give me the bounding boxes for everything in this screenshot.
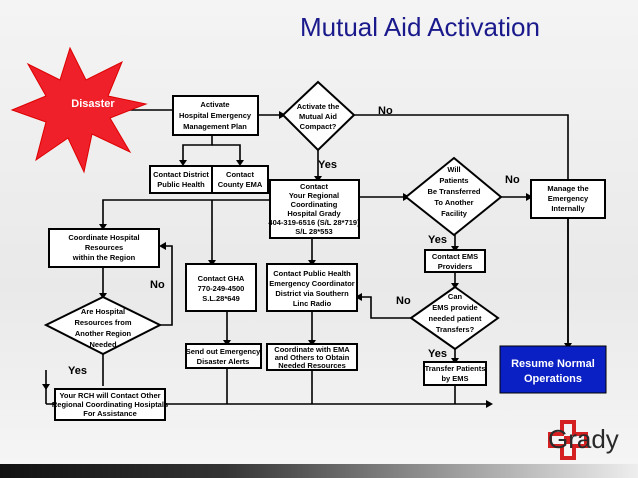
emergency-alerts-box: Send out Emergency Disaster Alerts: [185, 343, 262, 369]
compact-line2: Mutual Aid: [299, 112, 337, 121]
resume-line2: Operations: [524, 373, 582, 385]
footer-bar: [0, 464, 638, 478]
label-no-ems: No: [396, 295, 411, 307]
activate-plan-line2: Hospital Emergency: [179, 111, 252, 120]
gha-line3: S.L.28*649: [202, 294, 240, 303]
transfer-q-line5: Facility: [441, 209, 468, 218]
res-q-line2: Resources from: [74, 318, 131, 327]
alerts-line1: Send out Emergency: [186, 347, 261, 356]
label-no-transfer: No: [505, 174, 520, 186]
district-health-box: Contact District Public Health: [149, 165, 213, 194]
ems-q-line2: EMS provide: [432, 303, 477, 312]
label-yes-resources: Yes: [68, 365, 87, 377]
res-q-line3: Another Region: [75, 329, 132, 338]
compact-line1: Activate the: [297, 102, 340, 111]
alerts-line2: Disaster Alerts: [197, 357, 250, 366]
coordinate-ema-box: Coordinate with EMA and Others to Obtain…: [266, 343, 358, 371]
disaster-label: Disaster: [71, 98, 115, 110]
ems-q-line3: needed patient: [429, 314, 482, 323]
grady-line5: 404-319-6516 (S/L 28*719): [268, 218, 360, 227]
grady-line2: Your Regional: [289, 191, 339, 200]
ems-q-line1: Can: [448, 292, 463, 301]
transfer-decision: Will Patients Be Transferred To Another …: [404, 156, 503, 237]
transfer-q-line3: Be Transferred: [428, 187, 481, 196]
ems-line1: Contact EMS: [432, 252, 478, 261]
transfer-ems-line1: Transfer Patients: [425, 364, 486, 373]
activate-plan-line1: Activate: [200, 100, 229, 109]
label-no-resources: No: [150, 279, 165, 291]
district-line1: Contact District: [153, 170, 209, 179]
grady-cross-icon: [548, 420, 588, 460]
grady-line6: S/L 28*553: [295, 227, 332, 236]
public-health-radio-box: Contact Public Health Emergency Coordina…: [266, 263, 358, 312]
ems-decision: Can EMS provide needed patient Transfers…: [409, 285, 500, 351]
county-ema-box: Contact County EMA: [211, 165, 269, 194]
label-yes-compact: Yes: [318, 159, 337, 171]
resume-normal-box: Resume Normal Operations: [499, 345, 607, 394]
rch-line1: Your RCH will Contact Other: [59, 391, 160, 400]
activate-plan-line3: Management Plan: [183, 122, 247, 131]
transfer-q-line4: To Another: [434, 198, 473, 207]
coord-res-line2: Resources: [85, 243, 123, 252]
resume-line1: Resume Normal: [511, 358, 595, 370]
resources-decision: Are Hospital Resources from Another Regi…: [43, 295, 163, 356]
manage-line2: Emergency: [548, 194, 589, 203]
page-title: Mutual Aid Activation: [300, 12, 540, 42]
compact-decision: Activate the Mutual Aid Compact?: [281, 80, 356, 152]
coord-ema-line3: Needed Resources: [278, 361, 346, 370]
rch-box: Your RCH will Contact Other Regional Coo…: [52, 388, 168, 421]
rch-line2: Regional Coordinating Hosiptals: [52, 400, 168, 409]
ph-line2: Emergency Coordinator: [269, 279, 355, 288]
coord-ema-line2: and Others to Obtain: [275, 353, 350, 362]
ph-line4: Linc Radio: [293, 299, 332, 308]
manage-internally-box: Manage the Emergency Internally: [530, 179, 606, 219]
coord-res-line3: within the Region: [72, 253, 136, 262]
coord-res-line1: Coordinate Hospital: [68, 233, 139, 242]
ph-line1: Contact Public Health: [273, 269, 351, 278]
ems-q-line4: Transfers?: [436, 325, 475, 334]
label-yes-transfer: Yes: [428, 234, 447, 246]
ems-line2: Providers: [438, 262, 473, 271]
grady-logo-text: Grady: [548, 424, 619, 454]
manage-line3: Internally: [551, 204, 585, 213]
manage-line1: Manage the: [547, 184, 588, 193]
rch-line3: For Assistance: [83, 409, 137, 418]
disaster-node: Disaster: [10, 46, 148, 174]
transfer-q-line2: Patients: [439, 176, 468, 185]
gha-box: Contact GHA 770-249-4500 S.L.28*649: [185, 263, 257, 312]
transfer-q-line1: Will: [447, 165, 460, 174]
county-line1: Contact: [226, 170, 254, 179]
label-yes-ems: Yes: [428, 348, 447, 360]
district-line2: Public Health: [157, 180, 205, 189]
grady-line1: Contact: [300, 182, 328, 191]
res-q-line1: Are Hospital: [81, 307, 125, 316]
gha-line2: 770-249-4500: [198, 284, 245, 293]
coord-ema-line1: Coordinate with EMA: [274, 345, 350, 354]
contact-ems-box: Contact EMS Providers: [424, 249, 486, 273]
res-q-line4: Needed: [89, 340, 117, 349]
grady-box: Contact Your Regional Coordinating Hospi…: [268, 179, 360, 239]
transfer-ems-box: Transfer Patients by EMS: [423, 361, 487, 386]
coordinate-resources-box: Coordinate Hospital Resources within the…: [48, 228, 160, 268]
transfer-ems-line2: by EMS: [441, 374, 468, 383]
ph-line3: District via Southern: [275, 289, 349, 298]
label-no-compact: No: [378, 105, 393, 117]
county-line2: County EMA: [218, 180, 263, 189]
grady-line3: Coordinating: [291, 200, 338, 209]
compact-line3: Compact?: [300, 122, 337, 131]
gha-line1: Contact GHA: [198, 274, 245, 283]
grady-line4: Hospital Grady: [287, 209, 341, 218]
activate-plan-box: Activate Hospital Emergency Management P…: [172, 95, 259, 136]
